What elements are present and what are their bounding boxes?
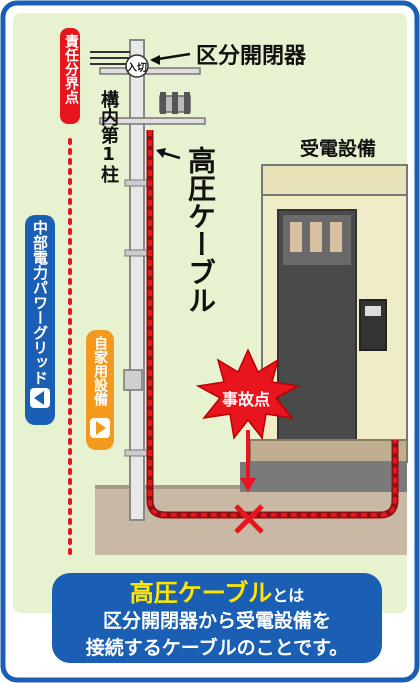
switch-tag-text: 入切 (127, 63, 147, 74)
caption-box: 高圧ケーブルとは 区分開閉器から受電設備を 接続するケーブルのことです。 (52, 573, 382, 663)
boundary-label: 責任分界点 (63, 34, 79, 104)
boundary-tag (60, 28, 80, 124)
high-voltage-cable (148, 130, 397, 517)
caption-term-suffix: とは (272, 586, 305, 605)
pole-label: 構内第1柱 (98, 90, 119, 183)
fault-point (195, 348, 301, 534)
private-arrow-right (96, 421, 106, 435)
caption-term: 高圧ケーブル (129, 579, 273, 607)
utility-pole (90, 39, 206, 521)
equipment-label: 受電設備 (300, 138, 377, 160)
grid-label: 中部電力パワーグリッド (31, 220, 49, 385)
caption-line-1: 区分開閉器から受電設備を (102, 610, 331, 632)
power-receiving-equipment (240, 164, 408, 492)
grid-arrow-left (34, 391, 44, 405)
cable-label: 高圧ケーブル (184, 146, 217, 314)
grid-tag (25, 215, 55, 425)
caption-title: 高圧ケーブルとは (52, 573, 382, 608)
switch-label: 区分開閉器 (196, 44, 307, 69)
caption-line-2: 接続するケーブルのことです。 (85, 637, 349, 659)
fault-label: 事故点 (222, 390, 271, 409)
private-label: 自家用設備 (92, 336, 108, 406)
switch-tag (125, 54, 149, 78)
